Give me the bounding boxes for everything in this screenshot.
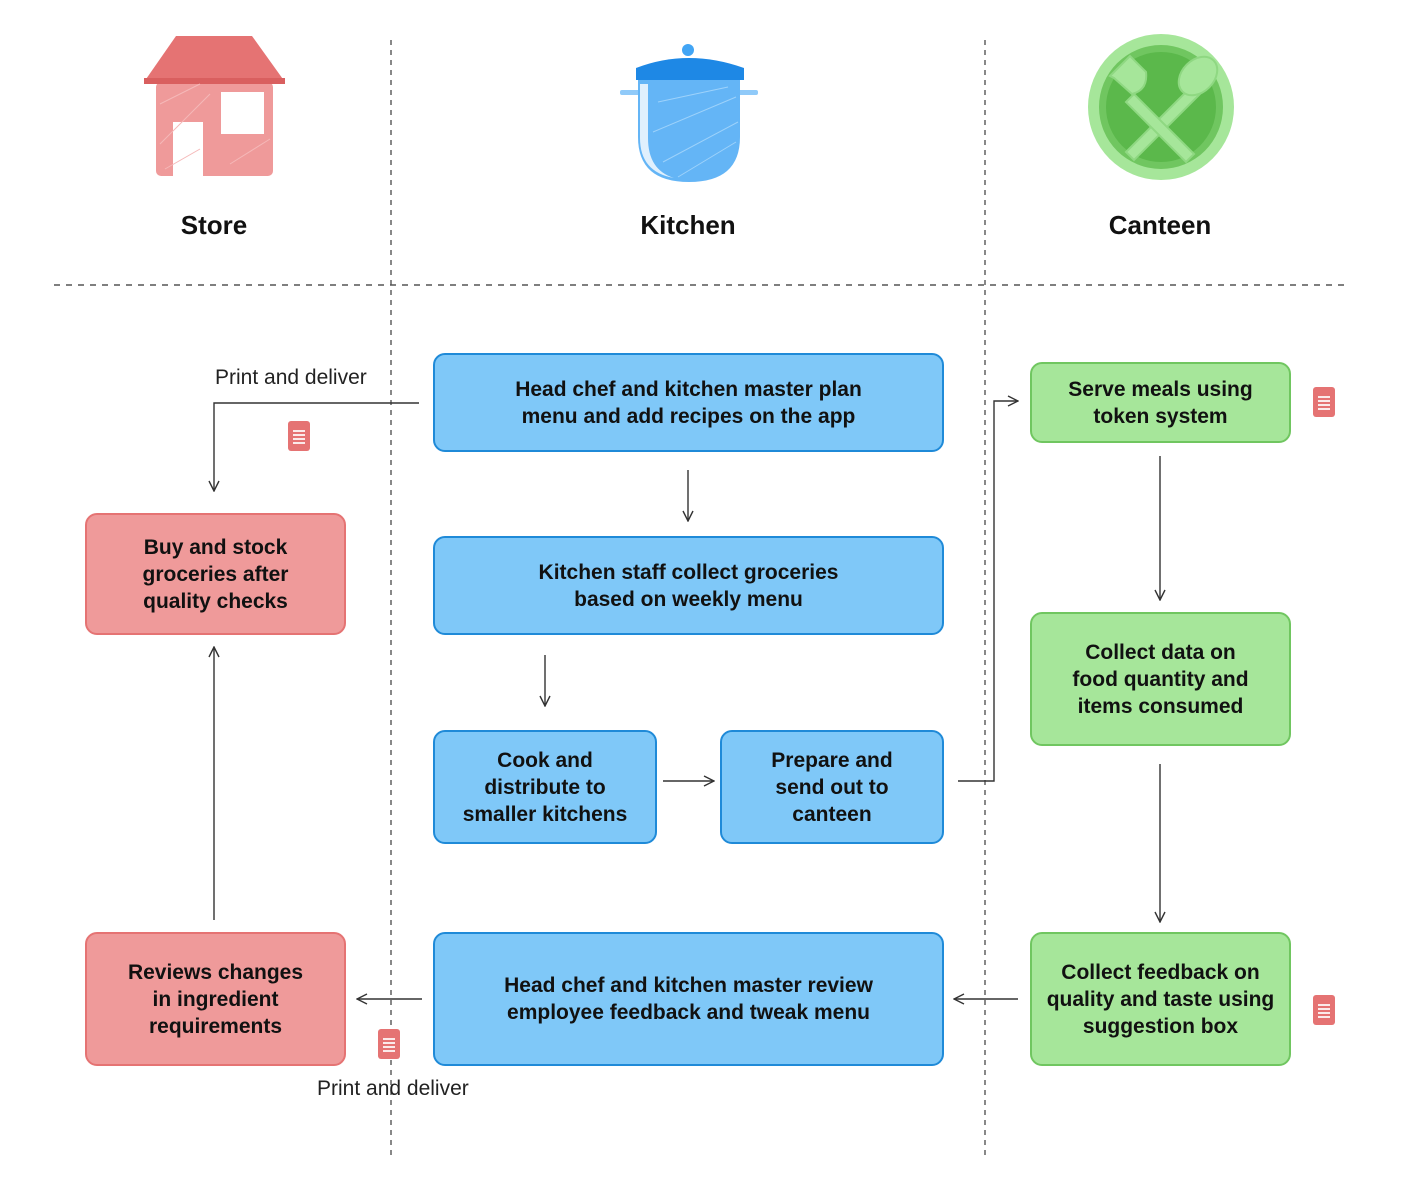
document-icon: [288, 421, 310, 451]
box-buy-and-stock: Buy and stock groceries after quality ch…: [85, 513, 346, 635]
box-serve-meals: Serve meals using token system: [1030, 362, 1291, 443]
house-icon: [144, 36, 285, 176]
fork-spoon-plate-icon: [1088, 34, 1234, 180]
box-cook-distribute: Cook and distribute to smaller kitchens: [433, 730, 657, 844]
box-collect-data: Collect data on food quantity and items …: [1030, 612, 1291, 746]
document-icon: [1313, 387, 1335, 417]
lane-title-store: Store: [180, 210, 248, 240]
note-print-deliver-top: Print and deliver: [215, 366, 367, 389]
box-review-feedback: Head chef and kitchen master review empl…: [433, 932, 944, 1066]
lane-title-canteen: Canteen: [1108, 210, 1212, 240]
cooking-pot-icon: [620, 44, 758, 182]
box-prepare-send: Prepare and send out to canteen: [720, 730, 944, 844]
arrow-plan-to-store: [214, 402, 419, 491]
box-collect-feedback: Collect feedback on quality and taste us…: [1030, 932, 1291, 1066]
box-collect-groceries: Kitchen staff collect groceries based on…: [433, 536, 944, 635]
box-reviews-changes: Reviews changes in ingredient requiremen…: [85, 932, 346, 1066]
document-icon: [378, 1029, 400, 1059]
arrow-prepare-to-serve: [958, 401, 1018, 782]
note-print-deliver-bottom: Print and deliver: [317, 1077, 469, 1100]
document-icon: [1313, 995, 1335, 1025]
box-plan-menu: Head chef and kitchen master plan menu a…: [433, 353, 944, 452]
lane-title-kitchen: Kitchen: [640, 210, 736, 240]
